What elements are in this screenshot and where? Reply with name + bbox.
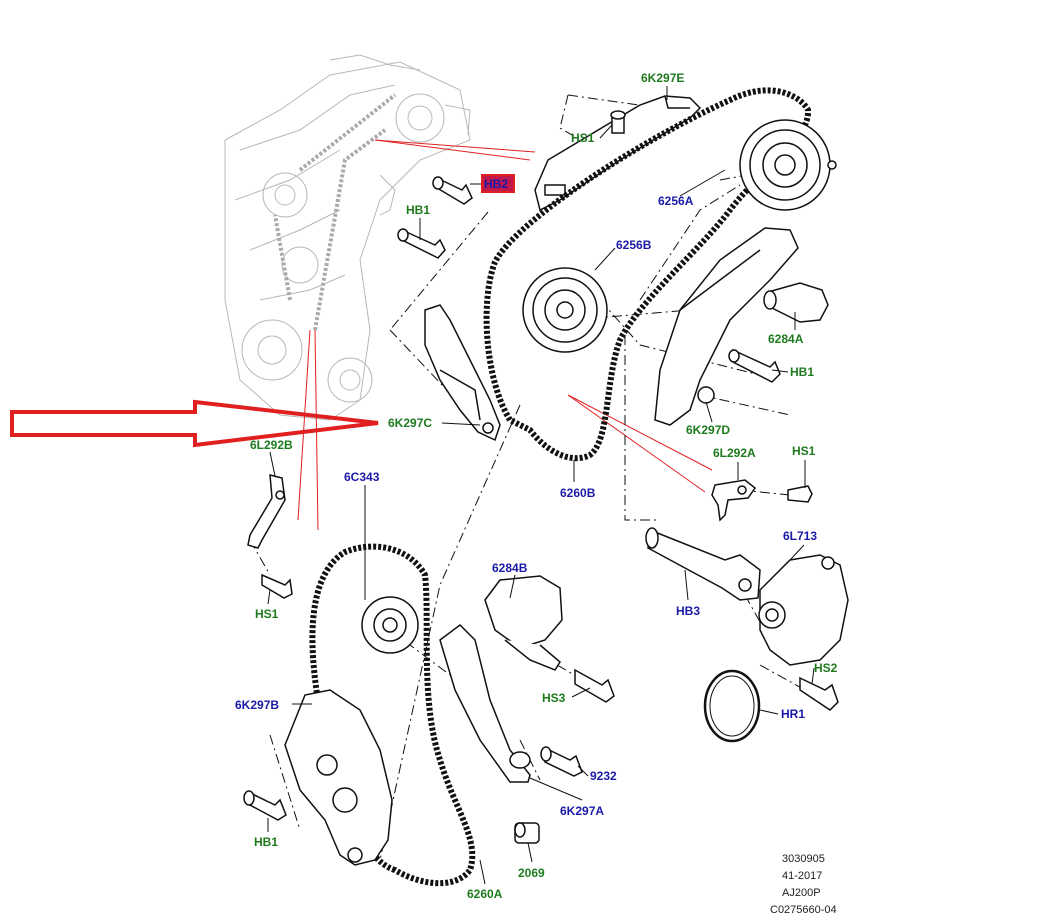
label-6l292b: 6L292B	[250, 438, 293, 452]
camshaft-sprocket-a	[739, 119, 837, 211]
chain-tensioner-a	[763, 282, 829, 323]
label-6c343: 6C343	[344, 470, 380, 484]
hb2-highlight	[481, 174, 515, 193]
tensioner-guide-right	[654, 227, 799, 426]
red-leader-5	[297, 329, 311, 521]
seal-6l292a	[711, 479, 757, 522]
crankshaft-sprocket	[361, 596, 419, 654]
footer-line-3: AJ200P	[782, 887, 821, 899]
label-hb1-bottom: HB1	[254, 835, 278, 849]
tensioner-guide-lower	[284, 689, 393, 866]
o-ring-hr1	[703, 669, 761, 743]
label-6k297c: 6K297C	[388, 416, 432, 430]
label-6k297b: 6K297B	[235, 698, 279, 712]
reference-footer: 3030905 41-2017 AJ200P C0275660-04	[770, 853, 837, 916]
dowel-pin-hb1-right	[728, 348, 781, 383]
camshaft-sprocket-b	[522, 267, 608, 353]
bolt-hs3	[574, 668, 615, 703]
label-hb3: HB3	[676, 604, 700, 618]
tensioner-plunger-hb3	[645, 527, 761, 601]
tensioner-cover-6l713	[758, 554, 849, 666]
label-leaders	[267, 86, 815, 885]
chain-tensioner-b	[484, 575, 563, 671]
footer-line-1: 3030905	[782, 853, 825, 865]
label-hr1: HR1	[781, 707, 805, 721]
callout-labels: 6K297E HS1 HB2 HB1 6256A 6256B 6284A HB1…	[235, 71, 838, 901]
label-6260b: 6260B	[560, 486, 596, 500]
label-hs1-top: HS1	[571, 131, 595, 145]
red-arrow	[10, 399, 379, 448]
bolt-hs1-top	[610, 110, 626, 134]
label-hb1-right: HB1	[790, 365, 814, 379]
red-leader-2	[374, 139, 536, 153]
footer-line-2: 41-2017	[782, 870, 822, 882]
label-hb2: HB2	[484, 177, 508, 191]
label-6256a: 6256A	[658, 194, 694, 208]
dowel-pin-hb1-bottom	[243, 790, 287, 821]
red-leader-4	[567, 394, 713, 471]
bolt-hs2	[799, 676, 839, 711]
red-leader-1	[374, 139, 531, 161]
chain-guide-lower	[439, 624, 531, 783]
label-6256b: 6256B	[616, 238, 652, 252]
pin-9232	[540, 746, 583, 777]
label-6k297a: 6K297A	[560, 804, 604, 818]
label-6284a: 6284A	[768, 332, 804, 346]
footer-line-4: C0275660-04	[770, 904, 837, 916]
bolt-hs1-right	[787, 485, 813, 503]
label-hb1-top: HB1	[406, 203, 430, 217]
red-leader-3	[567, 394, 706, 493]
bracket-6l292b	[247, 474, 286, 549]
label-9232: 9232	[590, 769, 617, 783]
engine-background	[224, 54, 471, 421]
bushing-2069	[514, 822, 540, 844]
label-hs2: HS2	[814, 661, 838, 675]
label-hs1-left: HS1	[255, 607, 279, 621]
label-hs1-right: HS1	[792, 444, 816, 458]
label-2069: 2069	[518, 866, 545, 880]
label-6k297e: 6K297E	[641, 71, 684, 85]
label-6260a: 6260A	[467, 887, 503, 901]
label-6l292a: 6L292A	[713, 446, 756, 460]
dowel-pin-hb1-top	[397, 228, 446, 259]
chain-guide-c	[424, 304, 501, 442]
label-hs3: HS3	[542, 691, 566, 705]
label-6l713: 6L713	[783, 529, 817, 543]
label-6284b: 6284B	[492, 561, 528, 575]
label-6k297d: 6K297D	[686, 423, 730, 437]
dowel-pin-hb2	[432, 176, 473, 205]
bolt-hs1-left	[261, 573, 293, 599]
